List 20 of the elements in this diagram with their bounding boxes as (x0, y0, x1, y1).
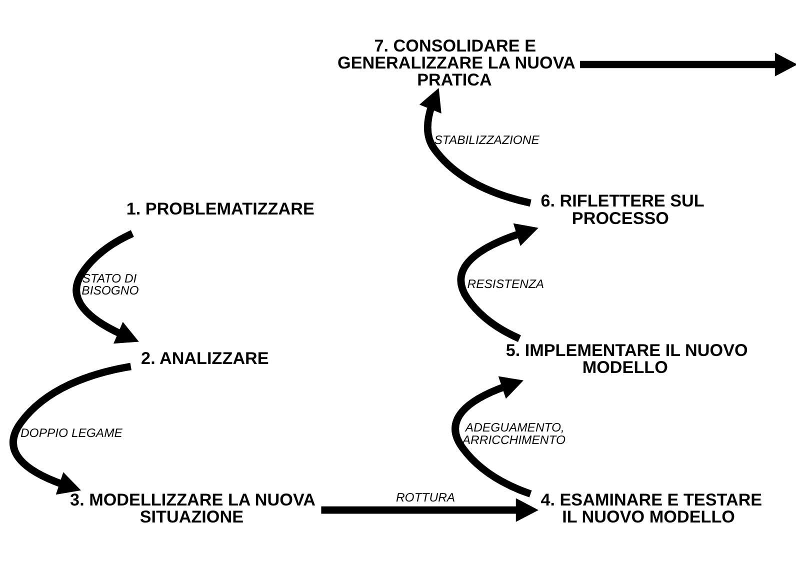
edge-label: STATO DI BISOGNO (82, 270, 139, 298)
node-text: 4. ESAMINARE E TESTARE IL NUOVO MODELLO (540, 488, 762, 526)
node-text: 1. PROBLEMATIZZARE (126, 198, 314, 218)
node-text: 2. ANALIZZARE (141, 348, 269, 368)
arrow (72, 230, 139, 344)
edge-label: STABILIZZAZIONE (434, 132, 540, 147)
edge-label: RESISTENZA (467, 276, 544, 290)
node-text: 3. MODELLIZZARE LA NUOVA SITUAZIONE (70, 488, 316, 526)
arrow (419, 88, 532, 206)
arrow (580, 52, 796, 76)
edge-label: ADEGUAMENTO, ARRICCHIMENTO (462, 420, 566, 446)
node-text: 7. CONSOLIDARE E GENERALIZZARE LA NUOVA PRATICA (338, 34, 576, 90)
node-text: 5. IMPLEMENTARE IL NUOVO MODELLO (506, 340, 748, 377)
arrow (452, 376, 532, 497)
node-text: 6. RIFLETTERE SUL PROCESSO (540, 190, 704, 228)
arrow (321, 498, 538, 522)
arrow (457, 222, 538, 342)
arrow (10, 362, 132, 494)
edge-label: DOPPIO LEGAME (20, 426, 122, 440)
edge-label: ROTTURA (396, 490, 456, 504)
